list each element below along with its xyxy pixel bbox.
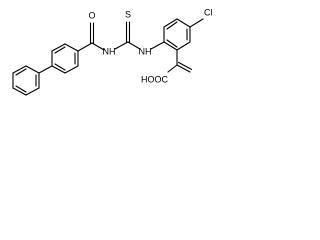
bond <box>12 87 27 96</box>
bond <box>25 87 40 96</box>
carboxyl-double-bond <box>176 64 191 73</box>
bond <box>25 65 40 74</box>
bond <box>12 65 27 74</box>
carbonyl-oxygen-label: O <box>88 10 95 20</box>
thiocarbonyl-nh-bond <box>127 41 141 50</box>
double-bond-inner <box>166 39 178 48</box>
bond <box>176 41 191 51</box>
nh-thiocarbonyl-bond <box>114 41 129 50</box>
amide-nh-label: NH <box>103 46 116 56</box>
thiourea-sulfur-label: S <box>125 9 131 19</box>
bond <box>51 65 66 74</box>
chlorobenzoic-acid-ring <box>163 18 191 51</box>
carboxyl-double-bond <box>177 61 193 70</box>
carboxyl-oh-bond <box>167 64 178 73</box>
middle-phenyl-ring <box>51 43 79 74</box>
carbonyl-nh-bond <box>91 42 105 51</box>
chemical-structure: O NH S NH Cl HOOC <box>12 7 213 96</box>
bond <box>51 43 66 52</box>
thiourea-nh-label: NH <box>139 46 152 56</box>
double-bond-inner <box>15 68 27 76</box>
biphenyl-bond <box>38 65 53 74</box>
bond <box>64 65 79 74</box>
double-bond-inner <box>54 63 66 71</box>
aryl-chlorine-bond <box>189 18 204 28</box>
double-bond-inner <box>54 46 66 54</box>
double-bond-inner <box>15 85 27 93</box>
double-bond-inner <box>166 21 178 30</box>
chlorine-label: Cl <box>204 7 213 17</box>
bond <box>163 18 178 28</box>
bond <box>176 18 191 28</box>
bond <box>163 41 178 51</box>
bond <box>64 43 79 52</box>
nh-aryl-bond <box>150 41 165 50</box>
terminal-phenyl-ring <box>12 65 40 96</box>
aryl-carbonyl-bond <box>77 42 93 52</box>
carboxylic-acid-label: HOOC <box>141 74 169 84</box>
